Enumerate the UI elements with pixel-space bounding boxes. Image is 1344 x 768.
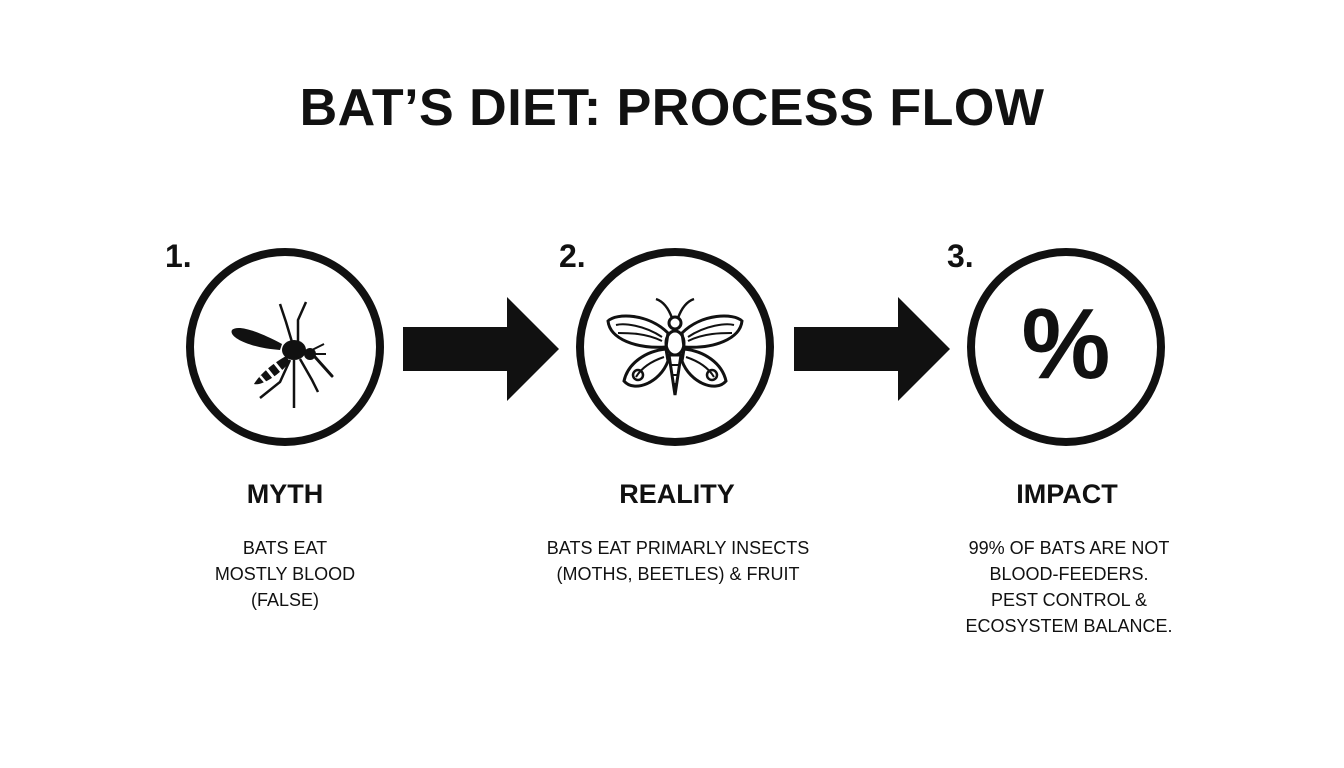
step-1-circle: [186, 248, 384, 446]
step-3-description-line: PEST CONTROL &: [990, 590, 1148, 610]
step-1-description-line: MOSTLY BLOOD: [214, 564, 356, 584]
step-2-description-line: (MOTHS, BEETLES) & FRUIT: [556, 564, 800, 584]
mosquito-icon: [231, 301, 334, 408]
step-1-description-line: BATS EAT: [242, 538, 328, 558]
step-2-description-line: BATS EAT PRIMARLY INSECTS: [546, 538, 810, 558]
step-2-number: 2.: [559, 238, 586, 274]
step-2-description: BATS EAT PRIMARLY INSECTS (MOTHS, BEETLE…: [528, 535, 828, 587]
step-3-description: 99% OF BATS ARE NOT BLOOD-FEEDERS. PEST …: [919, 535, 1219, 639]
percent-icon: %: [1021, 288, 1111, 400]
step-3-description-line: BLOOD-FEEDERS.: [989, 564, 1149, 584]
step-2-label: REALITY: [619, 479, 735, 509]
step-3-description-line: 99% OF BATS ARE NOT: [968, 538, 1170, 558]
step-1-label: MYTH: [246, 479, 324, 509]
step-1-description-line: (FALSE): [250, 590, 320, 610]
moth-icon: [606, 297, 744, 396]
step-2-circle: [576, 248, 774, 446]
step-3-number: 3.: [947, 238, 974, 274]
step-1-description: BATS EAT MOSTLY BLOOD (FALSE): [135, 535, 435, 613]
arrow-right-icon: [403, 297, 559, 401]
arrow-right-icon: [794, 297, 950, 401]
step-3-description-line: ECOSYSTEM BALANCE.: [965, 616, 1173, 636]
step-1-number: 1.: [165, 238, 192, 274]
step-3-label: IMPACT: [1016, 479, 1118, 509]
diagram-title: BAT’S DIET: PROCESS FLOW: [299, 79, 1045, 137]
step-3-circle: %: [967, 248, 1165, 446]
